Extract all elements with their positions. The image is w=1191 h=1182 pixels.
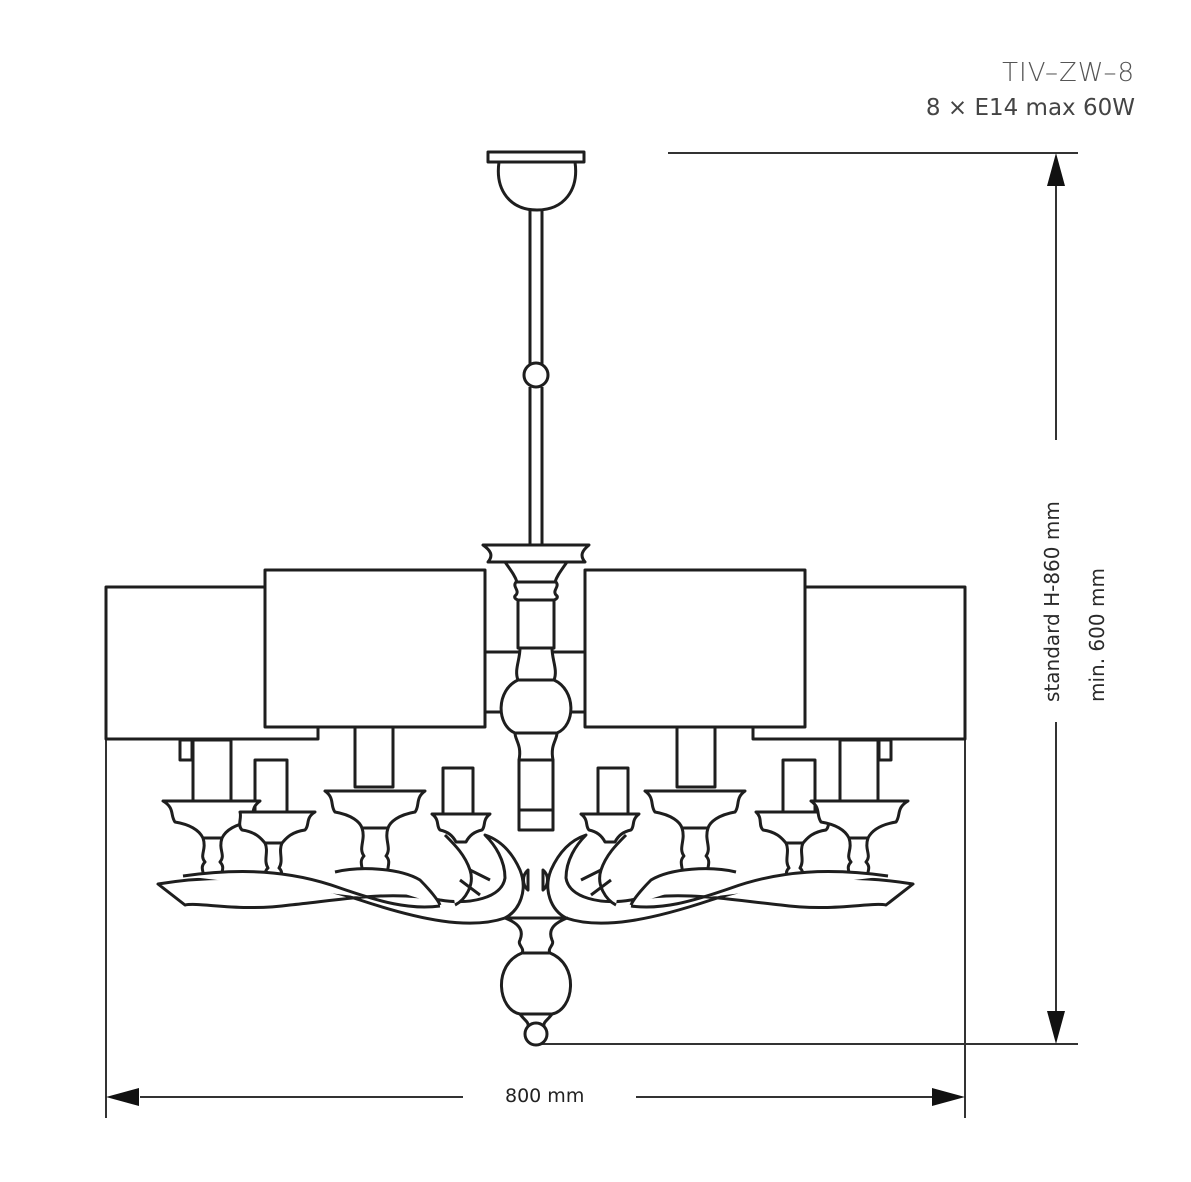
ceiling-canopy bbox=[486, 150, 586, 212]
arrow-left-icon bbox=[106, 1088, 139, 1106]
arrow-right-icon bbox=[932, 1088, 965, 1106]
side-knobs bbox=[522, 868, 549, 892]
arrow-down-icon bbox=[1047, 1011, 1065, 1044]
height-min-label: min. 600 mm bbox=[1085, 568, 1109, 702]
shade-right-inner bbox=[583, 568, 807, 729]
height-dimension bbox=[535, 152, 1078, 1045]
shade-left-inner bbox=[263, 568, 487, 729]
central-stem bbox=[481, 543, 591, 832]
width-dimension bbox=[105, 740, 966, 1118]
arrow-up-icon bbox=[1047, 153, 1065, 186]
model-code: TIV–ZW–8 bbox=[1002, 58, 1135, 88]
candle-sleeves bbox=[178, 725, 893, 822]
arms-right bbox=[546, 833, 915, 925]
candle-cups bbox=[161, 789, 910, 882]
bottom-finial bbox=[500, 916, 572, 1047]
suspension-rod bbox=[522, 210, 550, 545]
arms-left bbox=[156, 833, 525, 925]
width-dimension-label: 800 mm bbox=[505, 1085, 585, 1107]
height-standard-label: standard H-860 mm bbox=[1040, 501, 1064, 702]
bulb-spec: 8 × E14 max 60W bbox=[925, 95, 1135, 121]
